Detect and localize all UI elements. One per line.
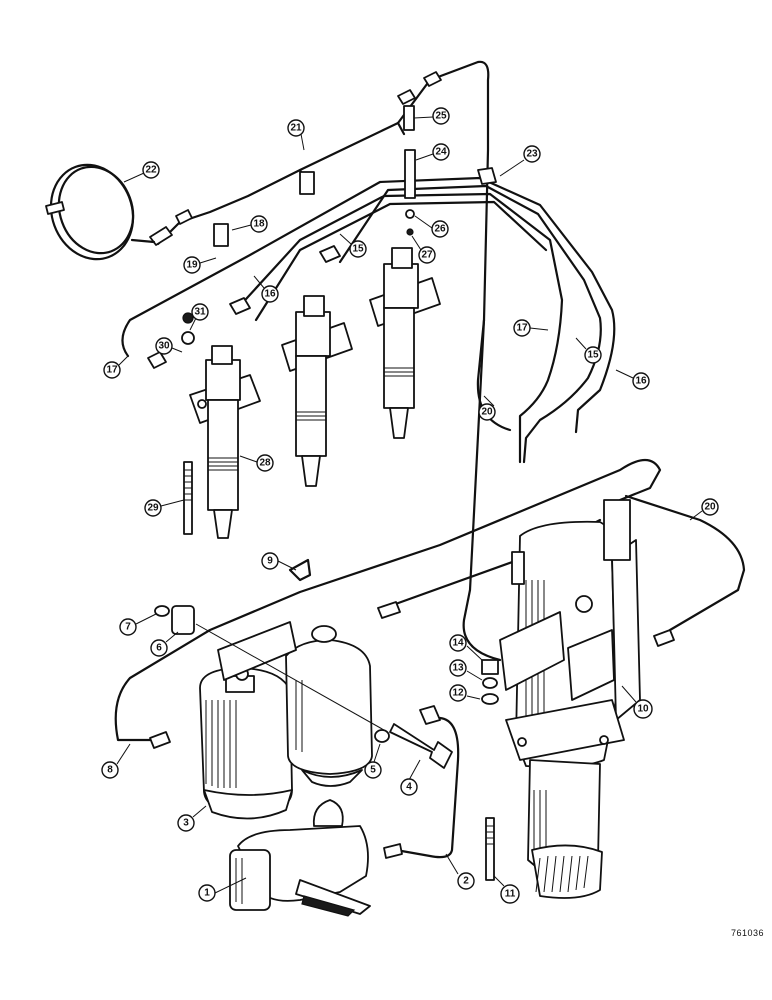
figure-number: 761036 [730, 928, 764, 938]
callout-24: 24 [415, 143, 450, 161]
callout-16-b: 16 [615, 369, 650, 390]
callout-11: 11 [493, 875, 520, 904]
injection-pump [499, 499, 641, 899]
injector-left [189, 345, 261, 539]
callout-3: 3 [177, 805, 207, 832]
callout-23: 23 [499, 145, 541, 177]
callout-8: 8 [101, 743, 131, 779]
washer [482, 677, 498, 689]
callout-17-b: 17 [513, 319, 549, 337]
callout-7: 7 [119, 613, 157, 636]
svg-text:8: 8 [107, 765, 113, 776]
svg-text:27: 27 [421, 250, 433, 261]
svg-text:15: 15 [352, 244, 364, 255]
callout-15-b: 15 [575, 337, 602, 364]
injector-fittings [147, 105, 497, 369]
transfer-pump [229, 799, 371, 917]
svg-text:2: 2 [463, 876, 469, 887]
svg-text:11: 11 [505, 889, 516, 900]
svg-text:21: 21 [290, 123, 302, 134]
washer [481, 693, 499, 705]
stud [183, 461, 193, 535]
callout-22: 22 [123, 161, 160, 183]
svg-text:18: 18 [253, 219, 265, 230]
callout-28: 28 [239, 454, 274, 472]
callout-9: 9 [261, 552, 297, 571]
callout-20-b: 20 [689, 498, 719, 521]
svg-text:12: 12 [452, 688, 464, 699]
callout-19: 19 [183, 256, 217, 274]
svg-text:24: 24 [435, 147, 447, 158]
svg-text:16: 16 [635, 376, 647, 387]
callout-10: 10 [621, 685, 653, 719]
svg-text:16: 16 [264, 289, 276, 300]
callout-6: 6 [150, 631, 179, 657]
svg-text:22: 22 [145, 165, 157, 176]
svg-text:20: 20 [481, 407, 493, 418]
svg-text:30: 30 [158, 341, 170, 352]
svg-text:6: 6 [156, 643, 162, 654]
svg-text:19: 19 [186, 260, 198, 271]
callout-12: 12 [449, 684, 481, 702]
callout-20-a: 20 [478, 395, 496, 421]
svg-text:5: 5 [370, 765, 376, 776]
spacer [171, 605, 195, 635]
callout-26: 26 [414, 215, 449, 238]
svg-text:10: 10 [637, 704, 649, 715]
svg-text:4: 4 [406, 782, 412, 793]
callout-30: 30 [155, 337, 183, 355]
callout-18: 18 [231, 215, 268, 233]
fuel-filter-front [199, 667, 293, 820]
callout-5: 5 [364, 743, 382, 779]
leak-off-line [149, 60, 512, 432]
svg-text:31: 31 [194, 307, 206, 318]
callouts: 1 2 3 4 5 6 7 8 9 10 11 12 13 14 15 15 1… [101, 107, 719, 904]
callout-2: 2 [445, 853, 475, 890]
callout-29: 29 [144, 499, 185, 517]
svg-text:13: 13 [452, 663, 464, 674]
svg-text:26: 26 [434, 224, 446, 235]
callout-21: 21 [287, 119, 305, 151]
svg-text:29: 29 [147, 503, 159, 514]
nut [481, 659, 499, 675]
callout-31: 31 [189, 303, 209, 331]
bolt [389, 723, 453, 769]
injector-middle [281, 295, 353, 487]
callout-1: 1 [198, 877, 247, 902]
svg-text:17: 17 [516, 323, 528, 334]
coiled-line [45, 163, 156, 261]
fuel-filter-rear [285, 625, 373, 787]
callout-27: 27 [411, 235, 436, 264]
washer [154, 605, 170, 617]
svg-text:25: 25 [435, 111, 447, 122]
svg-text:7: 7 [125, 622, 131, 633]
injection-lines [121, 176, 616, 464]
injector-right [369, 247, 441, 439]
svg-text:1: 1 [204, 888, 210, 899]
svg-text:14: 14 [452, 638, 464, 649]
svg-text:28: 28 [259, 458, 271, 469]
washer [374, 729, 390, 743]
callout-13: 13 [449, 659, 483, 681]
callout-17-a: 17 [103, 355, 129, 379]
svg-text:9: 9 [267, 556, 273, 567]
svg-text:20: 20 [704, 502, 716, 513]
callout-16-a: 16 [253, 275, 279, 303]
callout-14: 14 [449, 634, 483, 661]
callout-4: 4 [400, 759, 421, 796]
callout-15-a: 15 [339, 233, 367, 258]
svg-text:23: 23 [526, 149, 538, 160]
stud [485, 817, 495, 881]
svg-text:3: 3 [183, 818, 189, 829]
filter-head [217, 621, 297, 681]
svg-text:17: 17 [106, 365, 118, 376]
callout-25: 25 [413, 107, 450, 125]
svg-text:15: 15 [587, 350, 599, 361]
